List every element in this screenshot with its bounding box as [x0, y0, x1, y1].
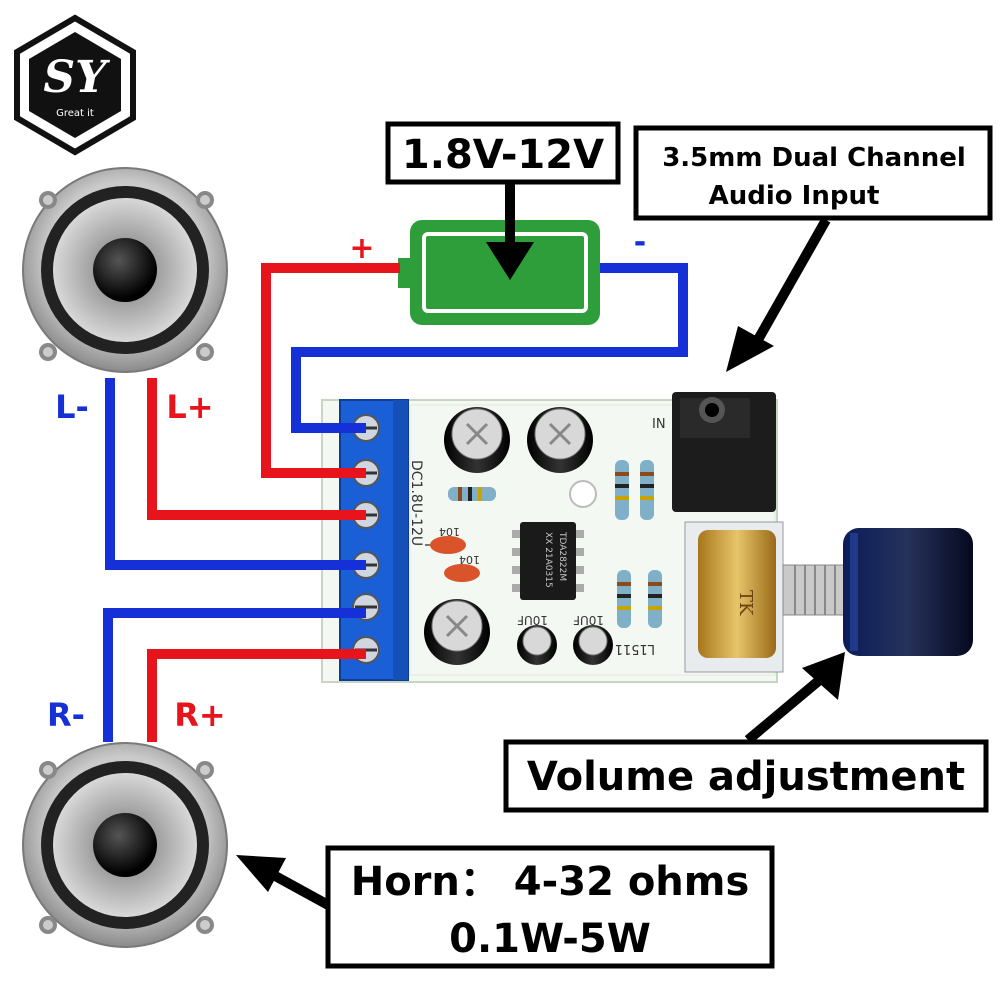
volume-knob[interactable] [843, 528, 973, 656]
audio-input-line1: 3.5mm Dual Channel [662, 143, 966, 173]
cap-value-2: 10UF [573, 613, 604, 627]
left-negative-label: L- [55, 388, 89, 426]
volume-label: Volume adjustment [527, 754, 965, 800]
horn-line1: Horn： 4-32 ohms [351, 859, 750, 905]
wire-battery-negative [291, 263, 688, 433]
left-positive-label: L+ [166, 388, 213, 426]
amplifier-board: DC1.8U-12U L1511 IN [321, 392, 973, 683]
wire-right-negative [103, 608, 366, 742]
ceramic-capacitor [444, 564, 480, 582]
ceramic-cap-value-2: 104 [459, 553, 480, 566]
chip-text-1: TDA2822M [557, 531, 567, 581]
battery-plus-sign: + [349, 231, 374, 266]
resistor [648, 570, 662, 628]
right-negative-label: R- [47, 696, 85, 734]
resistor [448, 487, 496, 501]
input-silkscreen-text: IN [652, 417, 666, 432]
dc-silkscreen-text: DC1.8U-12U [408, 460, 424, 546]
amplifier-chip: TDA2822M XX 21A0315 [512, 522, 584, 600]
cap-value-1: 10UF [517, 613, 548, 627]
battery [398, 220, 600, 325]
battery-minus-sign: - [634, 225, 646, 260]
wire-left-negative [105, 378, 366, 570]
audio-jack [672, 392, 776, 512]
resistor [615, 460, 629, 520]
audio-input-callout: 3.5mm Dual Channel Audio Input [633, 125, 993, 372]
wires [103, 263, 688, 742]
audio-input-line2: Audio Input [709, 181, 880, 211]
electrolytic-capacitor [573, 625, 613, 665]
board-model-text: L1511 [615, 641, 655, 656]
arrow-pointer-icon [802, 652, 845, 700]
voltage-label: 1.8V-12V [402, 132, 604, 178]
led [569, 480, 597, 508]
wire-battery-positive [261, 263, 400, 478]
ceramic-cap-value-1: 104 [439, 525, 460, 538]
electrolytic-capacitor [424, 599, 490, 665]
right-positive-label: R+ [174, 696, 225, 734]
ceramic-capacitor [425, 536, 466, 554]
volume-callout: Volume adjustment [503, 652, 989, 813]
wire-left-positive [147, 378, 366, 520]
horn-callout: Horn： 4-32 ohms 0.1W-5W [236, 845, 775, 969]
arrow-pointer-icon [236, 855, 286, 892]
pot-text: TK [735, 590, 756, 616]
electrolytic-capacitor [527, 407, 593, 473]
speaker-right [22, 742, 228, 948]
voltage-callout: 1.8V-12V [385, 121, 621, 280]
logo-tagline: Great it [56, 108, 94, 119]
electrolytic-capacitor [444, 407, 510, 473]
arrow-pointer-icon [726, 326, 774, 372]
brand-logo: SY Great it [14, 14, 136, 156]
electrolytic-capacitor [517, 625, 557, 665]
speaker-left [22, 167, 228, 373]
resistor [617, 570, 631, 628]
arrow-down-icon [486, 242, 534, 280]
potentiometer: TK [684, 521, 846, 673]
screw-terminal-block [339, 399, 409, 681]
resistor [640, 460, 654, 520]
chip-text-2: XX 21A0315 [543, 532, 553, 588]
logo-letters: SY [43, 52, 110, 103]
wire-right-positive [147, 649, 366, 742]
horn-line2: 0.1W-5W [449, 916, 651, 962]
